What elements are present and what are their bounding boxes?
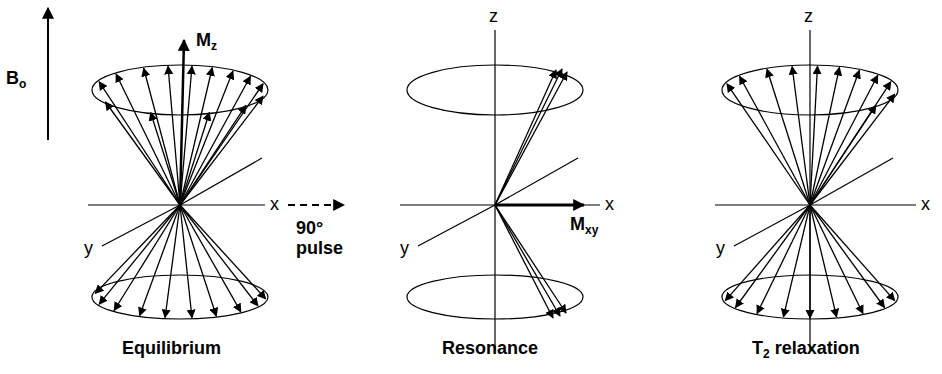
spin-vector (180, 205, 241, 312)
axis-label: y (716, 238, 725, 258)
spin-vector (736, 205, 810, 308)
axis-label: z (489, 6, 498, 26)
spin-vector (725, 205, 810, 301)
axis-label: y (400, 238, 409, 258)
axis-label: x (921, 194, 930, 214)
spin-vector (180, 105, 246, 205)
spin-vector (495, 69, 562, 205)
spin-vector (792, 67, 810, 205)
spin-vector (99, 205, 180, 304)
spin-vector (95, 205, 180, 293)
panel-label: T2 relaxation (752, 338, 860, 358)
spin-vector (757, 205, 810, 314)
spin-vector (810, 105, 876, 205)
axis-label: z (804, 6, 813, 26)
spin-vector (180, 76, 250, 205)
spin-vector (180, 96, 263, 205)
spin-vector (99, 82, 180, 205)
spin-vector (495, 205, 560, 316)
spin-vector (151, 113, 180, 205)
spin-vector (810, 205, 863, 314)
spin-vector (180, 84, 263, 205)
spin-vector (810, 70, 859, 205)
panel-label: Equilibrium (122, 338, 221, 358)
spin-vector (810, 94, 895, 205)
spin-vector (165, 205, 180, 318)
spin-vector (495, 205, 553, 318)
axis-label: x (270, 194, 279, 214)
spin-vector (180, 113, 209, 205)
panel-label: Mxy (570, 214, 598, 234)
axes (715, 30, 916, 350)
axis-label: x (605, 194, 614, 214)
spin-vector (810, 82, 891, 205)
spin-vector (495, 70, 556, 205)
spin-vector (810, 205, 837, 317)
spin-vector (809, 205, 810, 318)
spin-vector (767, 69, 810, 205)
spin-vector (495, 72, 567, 205)
spin-vector (180, 205, 258, 306)
field-arrow (47, 8, 49, 140)
axis-label: y (84, 238, 93, 258)
spin-vector (783, 205, 810, 317)
axes (88, 65, 268, 319)
panel-label: 90° pulse (296, 218, 350, 258)
axes (400, 30, 600, 350)
spin-vector (810, 205, 884, 308)
spin-vector (140, 205, 180, 316)
panel-label: Bo (6, 68, 26, 88)
panel-label: Mz (196, 30, 217, 50)
spin-vector (180, 205, 266, 299)
panel-label: Resonance (442, 338, 538, 358)
spin-vector (727, 84, 810, 205)
spin-vector (106, 102, 180, 205)
mxy-vector (495, 204, 584, 207)
spin-vector (495, 205, 566, 313)
spin-vector (810, 75, 878, 205)
spin-vector (810, 66, 817, 205)
pulse-arrow (288, 204, 344, 206)
spin-vectors (95, 66, 894, 318)
spin-vector (810, 205, 895, 301)
